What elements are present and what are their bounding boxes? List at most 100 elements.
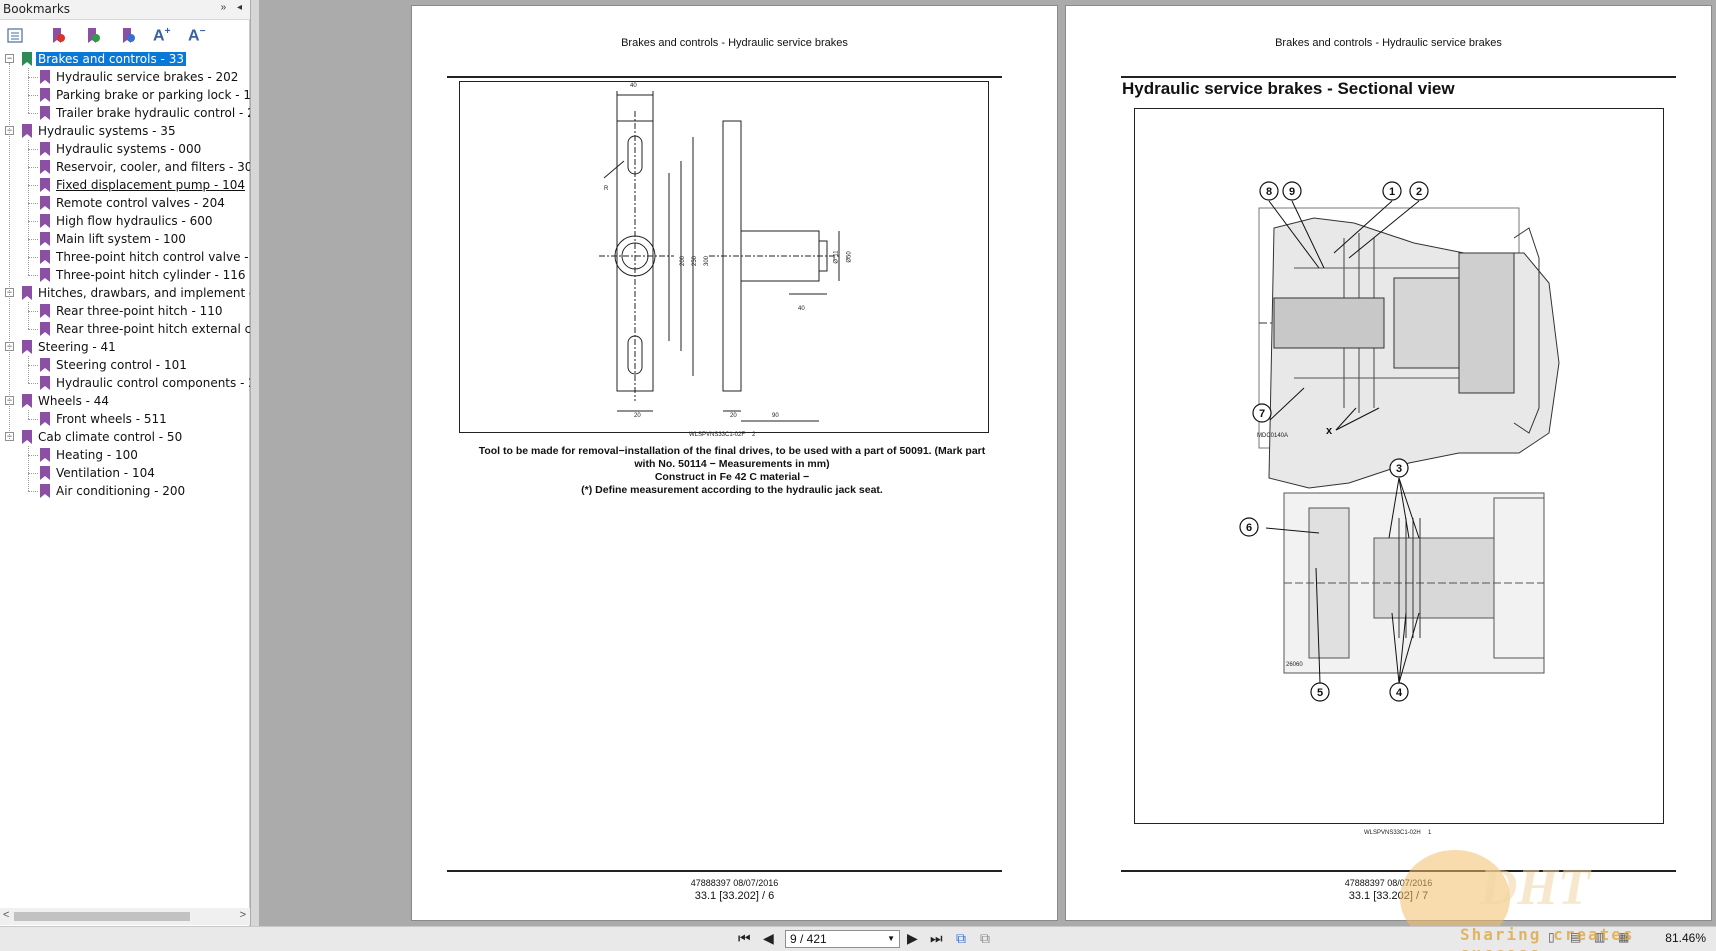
callout-circle-3 [1389,458,1409,478]
delete-bookmark-icon[interactable] [48,26,68,46]
callout-circle-1 [1382,181,1402,201]
bookmark-label: Wheels - 44 [38,394,110,408]
bookmark-icon [40,106,50,120]
bookmark-group[interactable]: Brakes and controls - 33 [22,50,186,68]
find-bookmark-icon[interactable] [118,26,138,46]
bookmark-item[interactable]: Hydraulic service brakes - 202 [40,68,240,86]
bookmark-group[interactable]: Steering - 41 [22,338,118,356]
bookmarks-toolbar: A+ A− [0,22,250,50]
bookmark-item[interactable]: Parking brake or parking lock - 110 [40,86,250,104]
tree-connector [28,365,38,366]
header-rule [447,76,1002,78]
chevron-down-icon[interactable]: ▼ [887,934,895,943]
next-page-icon[interactable]: ▶ [907,930,918,946]
dim-250: 250 [692,255,699,267]
page-header: Brakes and controls - Hydraulic service … [621,37,848,49]
bookmark-label: Main lift system - 100 [56,232,186,246]
bookmark-label: Air conditioning - 200 [56,484,186,498]
previous-page-icon[interactable]: ◀ [763,930,774,946]
bookmark-item[interactable]: Hydraulic systems - 000 [40,140,203,158]
bookmark-icon [22,394,32,408]
bookmark-item[interactable]: Three-point hitch control valve - 1 [40,248,250,266]
go-forward-icon[interactable]: ⧉ [980,930,990,946]
bookmark-icon [40,448,50,462]
scroll-left-icon[interactable]: < [3,909,10,921]
bookmark-label: Parking brake or parking lock - 110 [56,88,250,102]
single-page-icon[interactable]: ▯ [1548,930,1555,944]
dim-radius: R [604,186,609,192]
callout-circle-7 [1252,403,1272,423]
tree-connector [28,95,38,96]
footer-rule [447,870,1002,872]
dim-40-side: 40 [798,306,805,312]
page-header: Brakes and controls - Hydraulic service … [1275,37,1502,49]
bookmark-item[interactable]: Reservoir, cooler, and filters - 300 [40,158,250,176]
increase-font-icon[interactable]: A+ [153,26,171,45]
bookmark-group[interactable]: Hydraulic systems - 35 [22,122,178,140]
panel-collapse-buttons[interactable]: » ◂ [220,2,246,13]
continuous-facing-icon[interactable]: ▦ [1618,930,1630,944]
collapse-toggle-icon[interactable]: − [5,53,14,63]
bookmark-icon [40,304,50,318]
last-page-icon[interactable]: ⏭ [930,930,943,946]
bookmark-icon [22,124,32,138]
caption-line-2: with No. 50114 − Measurements in mm) [634,458,830,470]
bookmark-label: Reservoir, cooler, and filters - 300 [56,160,250,174]
footer-rule [1121,870,1676,872]
bookmark-item[interactable]: Rear three-point hitch external coi [40,320,250,338]
tree-connector [28,68,29,113]
bookmark-item[interactable]: Hydraulic control components - 20 [40,374,250,392]
bookmark-item[interactable]: High flow hydraulics - 600 [40,212,215,230]
bookmark-item[interactable]: Air conditioning - 200 [40,482,187,500]
bookmark-group[interactable]: Wheels - 44 [22,392,111,410]
bookmark-icon [40,376,50,390]
bookmark-label: Hydraulic control components - 20 [56,376,250,390]
sidebar-horizontal-scrollbar[interactable]: < > [0,908,250,925]
bookmark-options-icon[interactable] [5,26,25,46]
bookmark-label: Hitches, drawbars, and implement cou [38,286,250,300]
bookmark-label: Rear three-point hitch external coi [56,322,250,336]
bookmark-item[interactable]: Ventilation - 104 [40,464,157,482]
fig-ref: WLSPVNS33C1-02F [689,432,746,438]
bookmark-item[interactable]: Main lift system - 100 [40,230,188,248]
document-page-6: Brakes and controls - Hydraulic service … [411,5,1058,921]
callout-5: 5 [1317,687,1323,699]
bookmark-label: Three-point hitch control valve - 1 [56,250,250,264]
bookmark-label: Front wheels - 511 [56,412,167,426]
bookmark-item[interactable]: Front wheels - 511 [40,410,169,428]
tree-connector [28,302,29,329]
dim-200: 200 [680,255,687,267]
caption-line-3: Construct in Fe 42 C material − [654,471,810,483]
panel-splitter[interactable] [251,0,259,926]
bookmark-icon [40,466,50,480]
bookmark-icon [40,250,50,264]
bookmark-item[interactable]: Steering control - 101 [40,356,189,374]
bookmark-icon [22,340,32,354]
page-number-field[interactable]: 9 / 421 ▼ [785,930,900,948]
bookmark-item[interactable]: Trailer brake hydraulic control - 22( [40,104,250,122]
tree-connector [28,113,38,114]
scroll-right-icon[interactable]: > [239,909,246,921]
tree-connector [28,491,38,492]
continuous-page-icon[interactable]: ▤ [1570,930,1582,944]
bookmark-item[interactable]: Remote control valves - 204 [40,194,227,212]
zoom-level[interactable]: 81.46% [1665,931,1706,945]
callout-7: 7 [1259,408,1265,420]
add-bookmark-icon[interactable] [83,26,103,46]
bookmark-item[interactable]: Fixed displacement pump - 104 [40,176,247,194]
bookmark-item[interactable]: Rear three-point hitch - 110 [40,302,225,320]
bookmark-group[interactable]: Hitches, drawbars, and implement cou [22,284,250,302]
bookmark-item[interactable]: Three-point hitch cylinder - 116 [40,266,248,284]
bookmark-icon [40,70,50,84]
first-page-icon[interactable]: ⏮ [738,930,751,946]
bookmark-item[interactable]: Heating - 100 [40,446,140,464]
bookmark-group[interactable]: Cab climate control - 50 [22,428,184,446]
bookmark-label: Cab climate control - 50 [38,430,183,444]
callout-8: 8 [1266,186,1272,198]
footer-code: 47888397 08/07/2016 [1344,878,1433,888]
decrease-font-icon[interactable]: A− [188,26,206,45]
go-back-icon[interactable]: ⧉ [956,930,966,946]
scroll-thumb[interactable] [14,912,190,921]
tree-connector [28,410,29,419]
facing-pages-icon[interactable]: ▥ [1594,930,1606,944]
